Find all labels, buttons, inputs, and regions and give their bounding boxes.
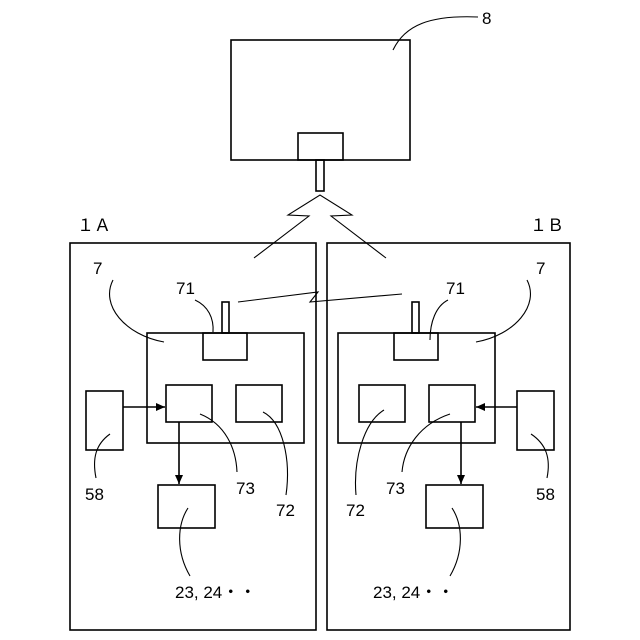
memory-b-box [359,385,405,422]
server-communication-module [298,133,343,160]
server-box [231,40,410,160]
devices-b-label: 23, 24・・ [373,583,454,602]
controller-b-label: 7 [536,259,545,278]
sensor-a-label: 58 [85,485,104,504]
sensor-b-label: 58 [536,485,555,504]
server-wireless-link [254,195,386,258]
memory-a-label: 72 [276,501,295,520]
unit-a-label: １Ａ [77,216,111,235]
devices-b-box [426,485,483,528]
antenna-b [412,302,419,333]
antenna-a-leader [195,300,213,332]
communication-module-a [203,333,247,360]
sensor-a-box [86,391,123,450]
memory-a-box [236,385,282,422]
server-label: 8 [482,9,491,28]
devices-a-label: 23, 24・・ [175,583,256,602]
server-antenna [316,160,324,191]
inter-unit-wireless-link [238,292,402,302]
sensor-a-leader [95,434,110,478]
devices-a-box [158,485,215,528]
processor-b-label: 73 [386,479,405,498]
communication-module-b [394,333,438,360]
antenna-a [222,302,229,333]
sensor-b-leader [531,434,548,478]
devices-a-leader [180,508,190,576]
memory-a-leader [263,412,287,495]
sensor-b-box [517,391,554,450]
unit-b-label: １Ｂ [530,216,564,235]
antenna-b-label: 71 [446,279,465,298]
memory-b-label: 72 [346,501,365,520]
processor-b-box [429,385,475,422]
antenna-b-leader [430,300,448,340]
antenna-a-label: 71 [176,279,195,298]
controller-a-box [147,333,304,443]
controller-a-label: 7 [93,259,102,278]
processor-a-label: 73 [236,479,255,498]
controller-b-box [338,333,495,443]
server-leader-line [393,17,478,50]
devices-b-leader [450,508,460,576]
